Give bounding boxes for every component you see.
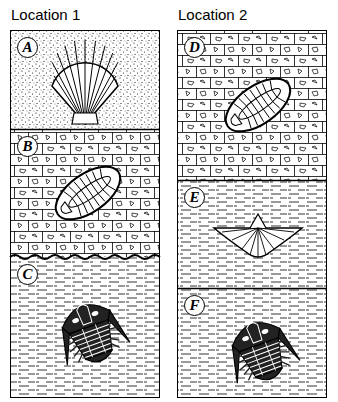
- layer-letter: D: [184, 37, 205, 58]
- layer-letter: F: [184, 295, 205, 316]
- scallop-fossil: [52, 39, 118, 124]
- layer-letter: A: [17, 37, 38, 58]
- layer-boundary: [10, 129, 160, 131]
- rock-column: Location 1ABC: [10, 30, 160, 398]
- location-heading: Location 1: [11, 6, 80, 23]
- brachiopod-fossil: [214, 214, 302, 257]
- rock-layer: C: [11, 258, 159, 397]
- sandstone-layer: [10, 30, 160, 129]
- shale-layer: [177, 180, 327, 288]
- rock-layer: E: [178, 181, 326, 289]
- rock-column: Location 2DEF: [177, 30, 327, 398]
- unconformity-line: [10, 255, 160, 259]
- rock-layer: B: [11, 130, 159, 258]
- shale-layer: [177, 288, 327, 398]
- layer-boundary: [177, 181, 327, 289]
- rock-layer: D: [178, 31, 326, 181]
- layer-letter: B: [17, 136, 38, 157]
- rock-layer: F: [178, 289, 326, 396]
- layer-letter: E: [184, 187, 205, 208]
- trilobite-fossil: [217, 68, 299, 142]
- limestone-layer: [177, 30, 327, 180]
- layer-letter: C: [17, 264, 38, 285]
- location-heading: Location 2: [178, 6, 247, 23]
- trilobite-fossil: [50, 294, 133, 372]
- rock-layer: A: [11, 31, 159, 130]
- shale-layer: [10, 257, 160, 398]
- limestone-layer: [10, 129, 160, 257]
- trilobite-fossil: [47, 156, 129, 230]
- trilobite-fossil: [220, 312, 303, 390]
